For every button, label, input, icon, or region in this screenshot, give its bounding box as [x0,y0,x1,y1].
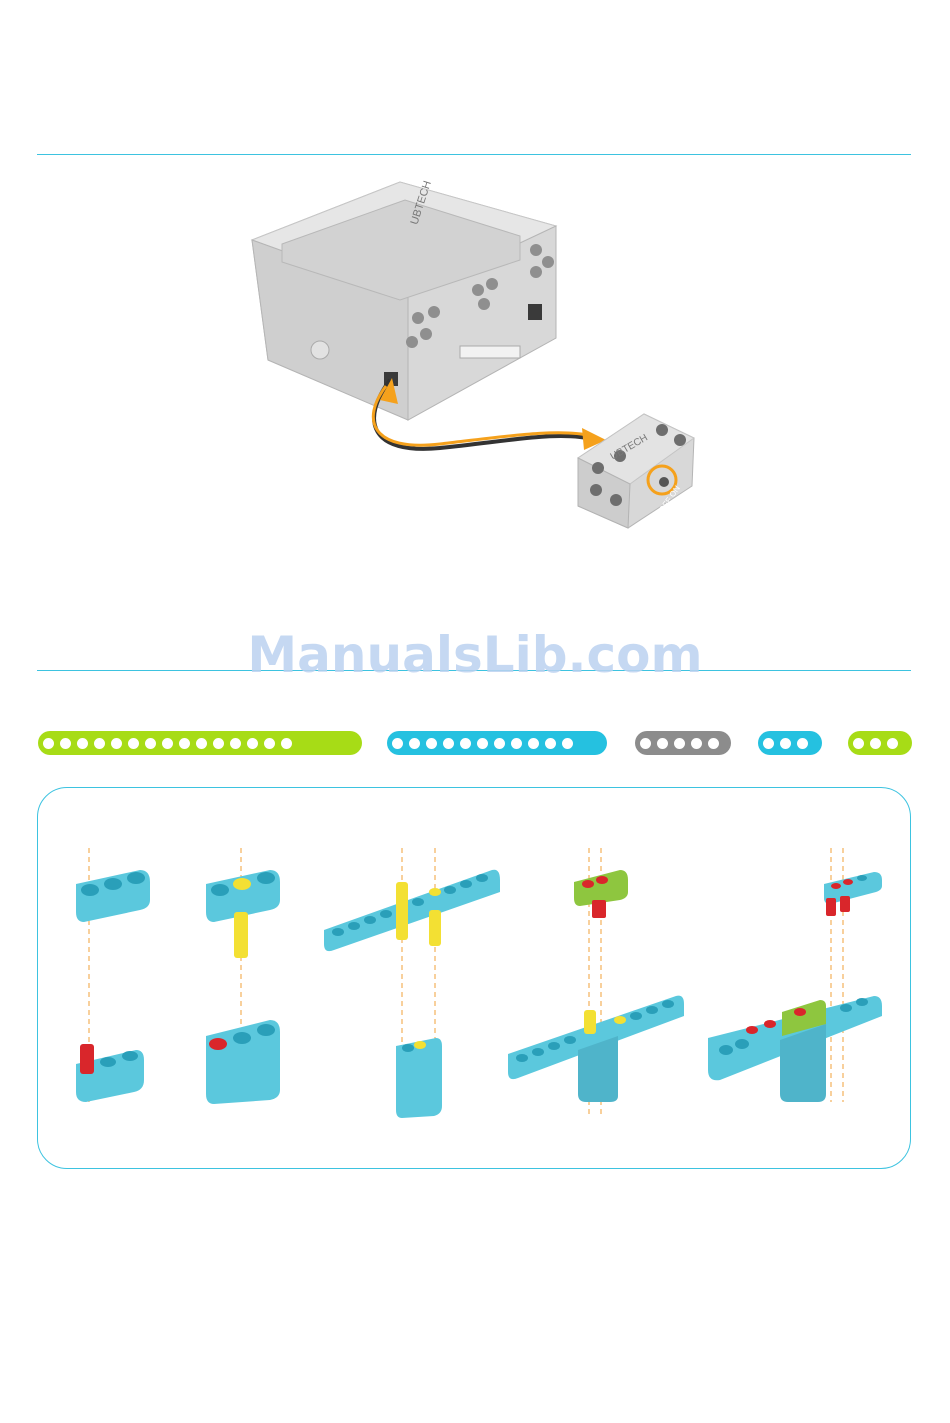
beam-hole [526,736,541,751]
beam-hole [543,736,558,751]
beam-hole [126,736,141,751]
beam-hole [458,736,473,751]
beam-hole [885,736,900,751]
beam-hole [492,736,507,751]
beam-hole [143,736,158,751]
watermark: ManualsLib.com [0,626,950,684]
beam-hole [560,736,575,751]
beam-hole [706,736,721,751]
assembly-steps-panel [37,787,911,1169]
beam-hole [279,736,294,751]
beam-hole [851,736,866,751]
beam-hole [211,736,226,751]
beam-hole [41,736,56,751]
beam-hole [655,736,670,751]
hub-connection-illustration: UBTECH UBTECH OFF ON [0,0,950,620]
beam-hole [795,736,810,751]
parts-beam-5-hole [635,731,731,755]
beam-hole [868,736,883,751]
beam-hole [245,736,260,751]
parts-beam-3-hole [848,731,912,755]
main-controller-hub [252,182,556,420]
beam-hole [177,736,192,751]
beam-hole [160,736,175,751]
sensor-module [578,414,694,528]
beam-hole [761,736,776,751]
beam-hole [390,736,405,751]
beam-hole [509,736,524,751]
beam-hole [778,736,793,751]
parts-beam-15-hole [38,731,362,755]
beam-hole [75,736,90,751]
beam-hole [638,736,653,751]
beam-hole [92,736,107,751]
beam-hole [475,736,490,751]
beam-hole [194,736,209,751]
beam-hole [424,736,439,751]
beam-hole [672,736,687,751]
beam-hole [262,736,277,751]
beam-hole [228,736,243,751]
beam-hole [441,736,456,751]
beam-hole [109,736,124,751]
beam-hole [407,736,422,751]
beam-hole [58,736,73,751]
parts-beam-3-hole [758,731,822,755]
beam-hole [689,736,704,751]
parts-beam-11-hole [387,731,607,755]
